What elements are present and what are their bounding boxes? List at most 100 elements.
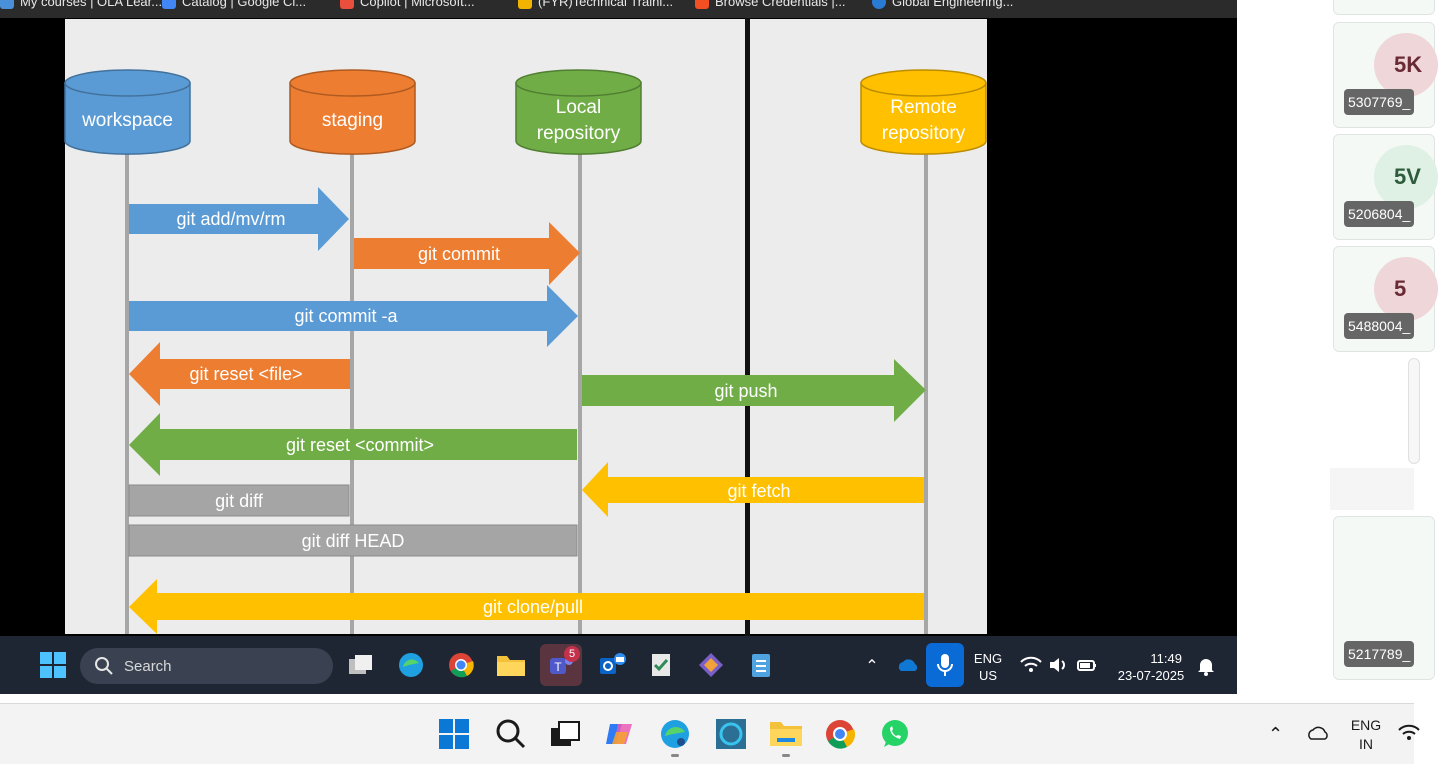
search-icon xyxy=(95,657,113,675)
cmd-label: git diff HEAD xyxy=(302,531,405,551)
bookmark-label: Global Engineering... xyxy=(892,0,1014,9)
participant-tile[interactable]: 5217789_ xyxy=(1333,516,1435,680)
taskbar-edge[interactable] xyxy=(392,646,430,684)
cmd-git-reset-commit: git reset <commit> xyxy=(129,413,577,476)
task-view-button[interactable] xyxy=(549,718,581,755)
start-button[interactable] xyxy=(438,718,470,755)
participant-tile[interactable]: 5K 5307769_ xyxy=(1333,22,1438,128)
bookmarks-bar: My courses | OLA Lear... Catalog | Googl… xyxy=(0,0,1237,18)
clock-date: 23-07-2025 xyxy=(1117,668,1185,683)
onedrive-icon[interactable] xyxy=(1306,725,1330,746)
onedrive-icon[interactable] xyxy=(896,657,920,678)
stage-label: Local xyxy=(556,97,601,118)
bookmark-item[interactable]: My courses | OLA Lear... xyxy=(0,0,162,9)
copilot-icon xyxy=(606,724,632,744)
notepad-icon xyxy=(752,654,770,677)
windows-icon xyxy=(439,719,469,749)
taskbar-whatsapp[interactable] xyxy=(879,718,911,755)
stage-label: repository xyxy=(537,123,621,144)
cmd-label: git diff xyxy=(215,491,264,511)
taskbar-notepad[interactable] xyxy=(742,646,780,684)
taskbar-file-explorer[interactable] xyxy=(492,646,530,684)
participant-name: 5488004_ xyxy=(1344,313,1415,339)
cmd-git-diff-head: git diff HEAD xyxy=(128,524,578,557)
participant-tile-partial[interactable] xyxy=(1408,358,1420,464)
panel-divider xyxy=(1330,468,1414,510)
battery-icon[interactable] xyxy=(1076,656,1098,679)
svg-text:T: T xyxy=(554,660,562,674)
participant-tile[interactable]: 5 5488004_ xyxy=(1333,246,1438,352)
taskbar-teams[interactable]: T 5 xyxy=(540,644,582,686)
taskbar-app[interactable] xyxy=(715,718,747,755)
show-hidden-icons-icon[interactable]: ⌃ xyxy=(865,658,879,675)
bookmark-item[interactable]: Catalog | Google Cl... xyxy=(162,0,306,9)
cmd-git-diff: git diff xyxy=(128,484,350,517)
bookmark-label: Copilot | Microsoft... xyxy=(360,0,475,9)
bookmark-item[interactable]: Copilot | Microsoft... xyxy=(340,0,475,9)
git-workflow-slide: workspace staging Local repository Remot… xyxy=(64,19,987,634)
chrome-icon xyxy=(449,653,474,678)
taskbar-file-explorer[interactable] xyxy=(769,718,803,757)
cmd-git-commit: git commit xyxy=(354,222,580,285)
avatar: 5 xyxy=(1374,257,1438,321)
stage-staging: staging xyxy=(289,69,416,155)
git-diagram: workspace staging Local repository Remot… xyxy=(64,19,987,634)
cmd-git-commit-a: git commit -a xyxy=(129,285,578,347)
bookmark-item[interactable]: (FYR)Technical Traini... xyxy=(518,0,673,9)
lang-region: IN xyxy=(1359,736,1373,752)
avatar: 5K xyxy=(1374,33,1438,97)
bookmark-icon xyxy=(0,0,14,9)
clock-time: 11:49 xyxy=(1150,651,1182,666)
edge-icon xyxy=(661,720,689,748)
windows-icon xyxy=(40,652,66,678)
taskbar-search[interactable]: Search xyxy=(80,648,333,684)
bookmark-icon xyxy=(162,0,176,9)
video-split-line xyxy=(745,19,750,634)
participant-tile[interactable]: 5V 5206804_ xyxy=(1333,134,1438,240)
whatsapp-icon xyxy=(882,720,908,747)
bookmark-item[interactable]: Global Engineering... xyxy=(872,0,1013,9)
bookmark-icon xyxy=(872,0,886,9)
volume-icon[interactable] xyxy=(1048,656,1070,679)
wifi-icon[interactable] xyxy=(1020,656,1042,679)
diamond-app-icon xyxy=(699,653,723,677)
bookmark-label: Catalog | Google Cl... xyxy=(182,0,307,9)
task-view-icon xyxy=(551,721,580,746)
notification-bell-icon[interactable] xyxy=(1196,656,1216,681)
wifi-icon[interactable] xyxy=(1398,724,1420,747)
search-icon xyxy=(496,719,526,749)
microphone-button[interactable] xyxy=(926,643,964,687)
lang-code: ENG xyxy=(1350,717,1382,733)
taskbar-app[interactable] xyxy=(692,646,730,684)
clock[interactable]: 11:49 23-07-2025 xyxy=(1110,650,1192,684)
cmd-label: git push xyxy=(714,381,777,401)
taskbar-chrome[interactable] xyxy=(824,718,856,755)
input-language[interactable]: ENG US xyxy=(970,650,1006,684)
outlook-icon xyxy=(600,653,626,674)
chrome-icon xyxy=(826,720,856,749)
alexa-icon xyxy=(716,719,746,749)
bookmark-icon xyxy=(695,0,709,9)
participant-name: 5217789_ xyxy=(1344,641,1415,667)
input-language[interactable]: ENG IN xyxy=(1344,716,1388,754)
search-placeholder: Search xyxy=(124,657,172,675)
taskbar-edge[interactable] xyxy=(659,718,691,757)
stage-remote-repository: Remote repository xyxy=(860,69,987,155)
cmd-label: git fetch xyxy=(727,481,790,501)
show-hidden-icons-icon[interactable]: ⌃ xyxy=(1268,724,1284,744)
taskbar-outlook[interactable] xyxy=(594,646,632,684)
start-button[interactable] xyxy=(34,646,72,684)
folder-icon xyxy=(497,656,525,676)
task-view-icon xyxy=(349,655,372,674)
taskbar-copilot[interactable] xyxy=(604,718,636,755)
task-view-button[interactable] xyxy=(342,646,380,684)
cmd-label: git reset <file> xyxy=(189,364,302,384)
taskbar-app[interactable] xyxy=(642,646,680,684)
participant-tile-partial[interactable] xyxy=(1333,0,1435,15)
taskbar-chrome[interactable] xyxy=(442,646,480,684)
search-button[interactable] xyxy=(495,718,527,755)
bookmark-item[interactable]: Browse Credentials |... xyxy=(695,0,846,9)
participant-name: 5206804_ xyxy=(1344,201,1415,227)
lang-code: ENG xyxy=(973,651,1003,666)
cmd-label: git commit xyxy=(418,244,500,264)
